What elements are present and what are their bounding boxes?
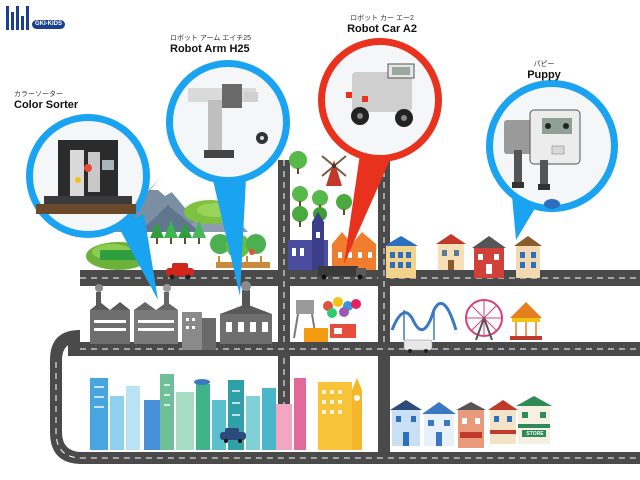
puppy-label[interactable]: パピー Puppy [527,60,561,82]
blue-car [220,428,246,443]
store-sign: STORE [526,431,544,437]
bus [403,339,433,353]
robot-car-a2-label[interactable]: ロボット カー エー2 Robot Car A2 [347,14,417,36]
church [288,212,328,270]
brand-name: GKI-KIDS [32,20,65,29]
shops [390,396,552,448]
puppy-bubble-button[interactable] [486,80,618,212]
color-sorter-bubble [26,114,158,300]
brand-logo-icon [6,6,32,30]
robot-arm-h25-bubble [166,60,290,296]
red-car [166,263,194,280]
robot-arm-h25-kana: ロボット アーム エイチ25 [170,35,252,42]
skyline [90,374,362,450]
food-truck [304,324,356,342]
robot-car-a2-bubble-button[interactable] [318,38,442,162]
color-sorter-bubble-button[interactable] [26,114,150,238]
houses-top-right [384,234,542,278]
amusement-park [390,299,542,341]
robot-car-a2-kana: ロボット カー エー2 [350,15,414,22]
robot-arm-h25-label[interactable]: ロボット アーム エイチ25 Robot Arm H25 [170,34,251,56]
puppy-bubble [486,80,618,240]
brand-logo: GKI-KIDS [6,4,76,34]
village-trees [289,151,352,227]
color-sorter-label[interactable]: カラーソーター Color Sorter [14,90,78,112]
truck [318,266,366,280]
color-sorter-kana: カラーソーター [14,91,63,98]
factory-district [90,281,272,350]
robot-car-a2-bubble [318,38,442,264]
robot-arm-h25-bubble-button[interactable] [166,60,290,184]
balloons [323,297,361,318]
puppy-kana: パピー [533,61,555,68]
robot-car-a2-name: Robot Car A2 [347,23,417,35]
robot-arm-h25-name: Robot Arm H25 [170,43,250,55]
windmill [321,155,347,186]
color-sorter-name: Color Sorter [14,99,79,111]
orange-townhouse [332,232,376,270]
puppy-name: Puppy [527,69,561,81]
